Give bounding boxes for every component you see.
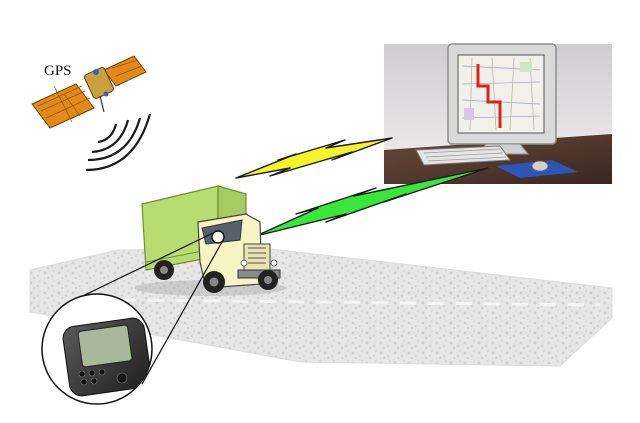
road-center-line — [119, 298, 601, 307]
truck-wheels — [154, 260, 278, 293]
magnifier-callout-lines — [61, 232, 223, 385]
downlink-signal-bolt — [255, 167, 489, 237]
handheld-gps-device-icon — [62, 317, 152, 397]
radio-wave-icon — [85, 113, 152, 172]
magnifier-circle — [41, 293, 153, 405]
mouse-icon — [496, 160, 578, 178]
computer-monitor-icon — [447, 43, 557, 155]
delivery-truck-icon — [134, 185, 286, 296]
map-display — [461, 57, 541, 131]
satellite-icon — [31, 55, 147, 129]
onboard-unit-marker — [211, 230, 225, 244]
computer-workstation — [384, 43, 612, 184]
uplink-signal-bolt — [235, 137, 393, 179]
monitor-route-line — [476, 64, 502, 128]
keyboard-icon — [415, 145, 511, 166]
gps-label: GPS — [44, 63, 72, 79]
device-screen — [77, 324, 133, 368]
